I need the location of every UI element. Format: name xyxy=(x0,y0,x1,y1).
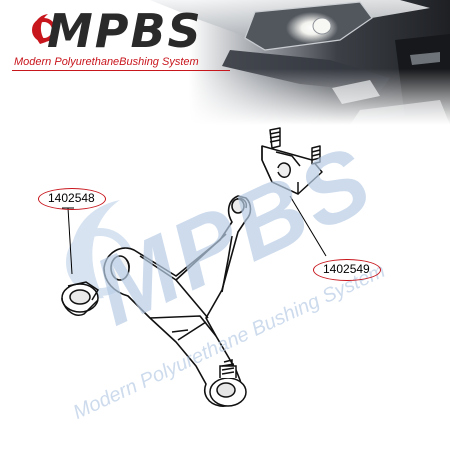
tagline-rule xyxy=(12,70,230,71)
part-label-ring xyxy=(38,188,106,210)
bushing-1402548 xyxy=(61,281,100,316)
logo: MPBS xyxy=(47,4,203,58)
bracket-1402549 xyxy=(261,127,323,195)
logo-tagline: Modern PolyurethaneBushing System xyxy=(14,56,199,68)
part-label-ring xyxy=(313,259,381,281)
ball-joint xyxy=(209,359,247,407)
control-arm xyxy=(103,195,252,407)
banner xyxy=(0,0,450,125)
part-number-label: 1402549 xyxy=(323,262,370,276)
part-number-label: 1402548 xyxy=(48,191,95,205)
